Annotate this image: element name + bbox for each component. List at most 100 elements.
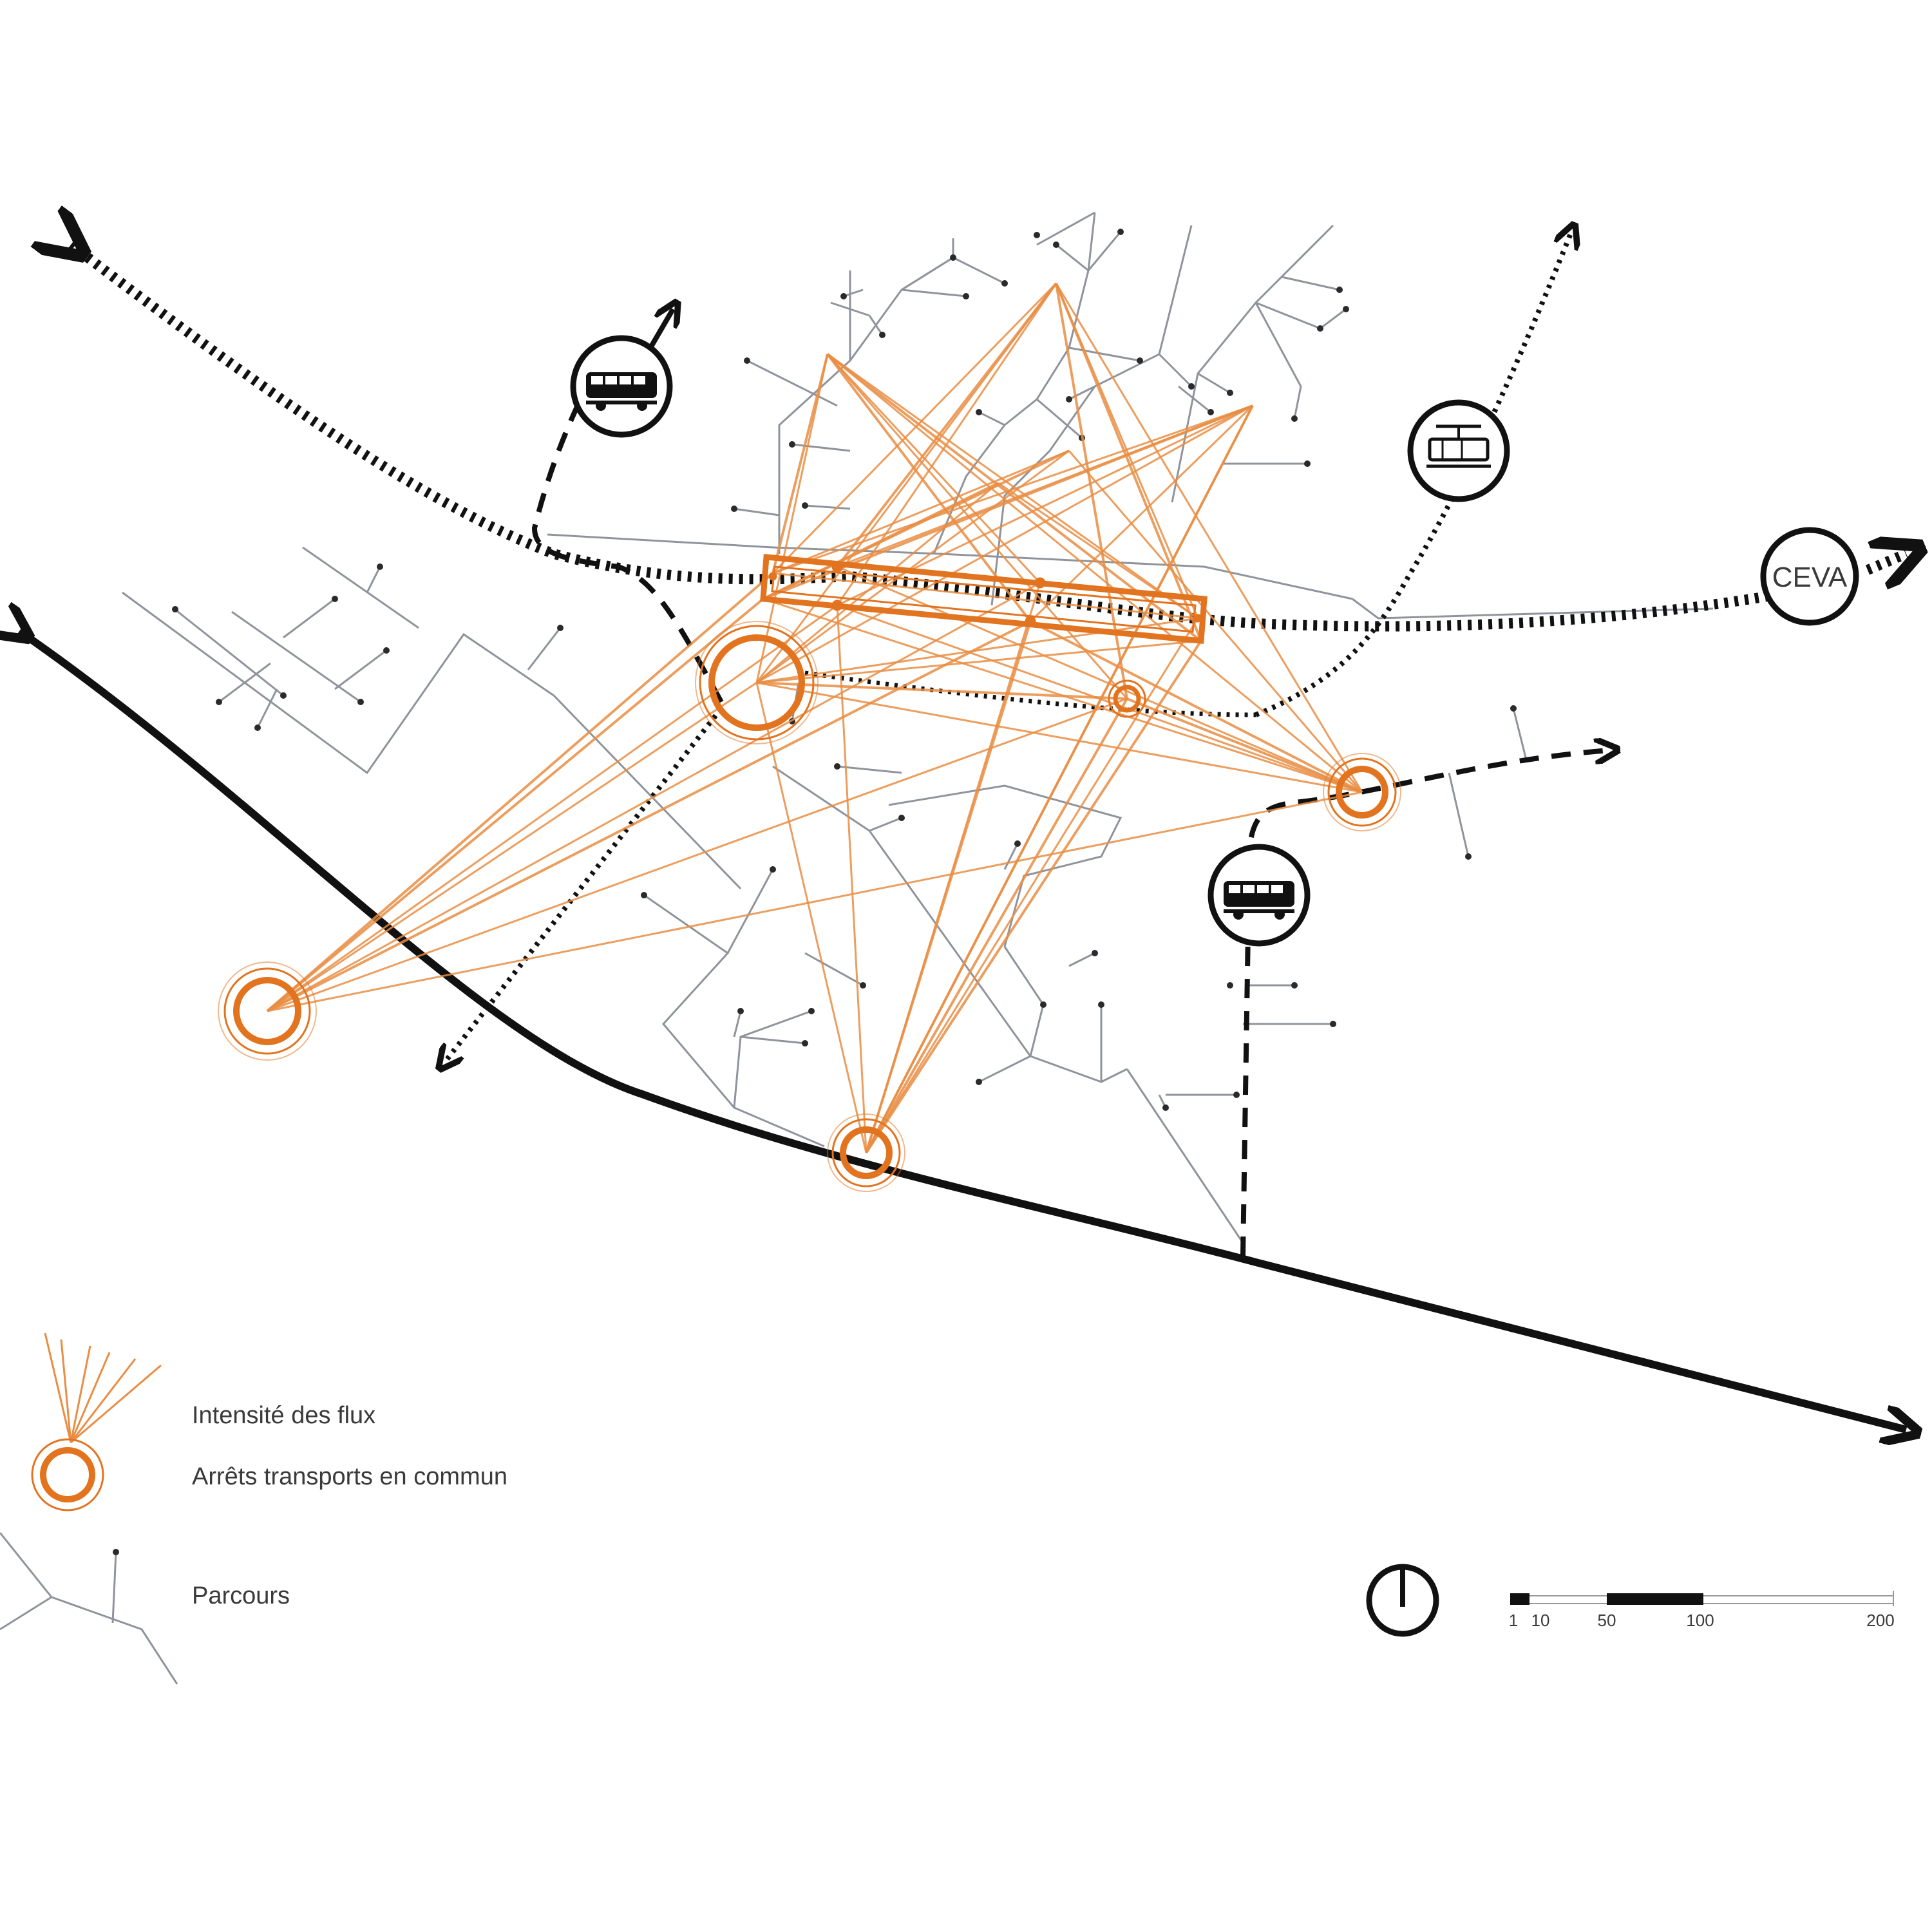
ceva-rail-end [1865, 554, 1906, 570]
path-segment [978, 411, 1005, 426]
bus-line-north-arrow [648, 309, 673, 350]
legend-stop-symbol [31, 1438, 104, 1511]
flux-line [267, 791, 1363, 1012]
path-segment [1036, 211, 1095, 246]
path-segment [830, 301, 870, 317]
flux-line [267, 604, 838, 1012]
path-segment [1255, 302, 1302, 387]
flux-line [267, 681, 757, 1012]
scale-bar: 1 10 50 100 200 [1509, 1591, 1895, 1630]
path-segment [1158, 353, 1193, 388]
ceva-rail-line [71, 245, 1792, 632]
path-segment [990, 225, 1193, 606]
flux-line [865, 405, 1254, 1153]
flux-line [826, 354, 1128, 699]
flux-line [826, 353, 1041, 584]
path-segment [1352, 598, 1714, 620]
flux-line [756, 482, 999, 684]
path-segment [334, 649, 387, 690]
path-segment [734, 507, 780, 516]
path-segment [778, 270, 851, 554]
path-segment [1068, 952, 1095, 967]
path-segment [733, 1010, 742, 1037]
flux-line [772, 572, 1198, 620]
path-segment [1255, 301, 1321, 330]
path-segment [1087, 231, 1122, 271]
path-segment [643, 894, 825, 1148]
path-segment [746, 359, 838, 407]
bus-icon [1208, 844, 1311, 947]
flux-line [865, 698, 1128, 1153]
path-segment [804, 504, 851, 510]
path-segment [1197, 372, 1231, 394]
north-arrow-icon [1366, 1564, 1439, 1637]
legend-flux-label: Intensité des flux [192, 1402, 375, 1429]
flux-line [1068, 450, 1363, 793]
path-segment [1512, 708, 1528, 761]
path-segment [888, 784, 1122, 947]
paths-network [122, 211, 1714, 1244]
flux-line [772, 450, 1070, 574]
path-segment [1036, 398, 1083, 439]
path-segment [302, 546, 419, 629]
path-segment [740, 1036, 806, 1045]
flux-line [836, 605, 867, 1153]
path-segment [901, 256, 1005, 291]
flux-line [756, 681, 1363, 793]
path-segment [1448, 772, 1470, 857]
path-segment [1068, 346, 1141, 362]
flux-line [827, 353, 1198, 620]
transit-stop-west [218, 961, 317, 1061]
path-segment [772, 765, 1128, 1083]
path-segment [1056, 243, 1089, 272]
main-road [19, 631, 1906, 1430]
secondary-dotted-line [444, 706, 724, 1063]
path-segment [1068, 385, 1095, 401]
flux-line [772, 282, 1057, 574]
path-segment [1320, 308, 1347, 330]
flux-line [865, 618, 1199, 1153]
scale-tick-10: 10 [1531, 1611, 1550, 1630]
path-segment [733, 1010, 812, 1108]
path-segment [1293, 386, 1302, 419]
path-segment [547, 533, 1353, 600]
flux-line [1055, 283, 1202, 641]
flux-line [837, 565, 1363, 793]
path-segment [869, 817, 902, 832]
ceva-label-text: CEVA [1772, 562, 1848, 593]
path-segment [868, 315, 884, 336]
transit-stop-south [827, 1113, 905, 1192]
flux-line [755, 283, 1057, 683]
flux-line [267, 697, 1128, 1012]
bus-line-east [1240, 750, 1610, 1256]
path-segment [1029, 1004, 1045, 1057]
bus-line-north [531, 334, 724, 703]
transit-stop-tram [1108, 679, 1146, 718]
legend-flux-symbol [44, 1332, 162, 1444]
scale-tick-200: 200 [1866, 1611, 1894, 1630]
path-segment [1281, 276, 1340, 291]
flux-line [756, 639, 1202, 684]
legend: Intensité des flux Arrêts transports en … [0, 1332, 507, 1685]
flux-line [1030, 620, 1363, 793]
flux-line [266, 572, 774, 1012]
flux-line [267, 582, 1041, 1012]
flux-line [756, 450, 1070, 684]
legend-stops-label: Arrêts transports en commun [192, 1463, 507, 1490]
station-building [760, 554, 1208, 644]
flux-line [1126, 697, 1363, 793]
flux-line [865, 582, 1041, 1153]
flux-line [755, 682, 867, 1153]
flux-line [267, 620, 1031, 1012]
tram-icon [1407, 399, 1510, 502]
flux-line [1029, 404, 1254, 623]
bus-icon [570, 335, 673, 438]
legend-paths-label: Parcours [192, 1582, 290, 1609]
scale-tick-100: 100 [1686, 1611, 1714, 1630]
flux-line [756, 617, 1198, 684]
flux-line [772, 354, 829, 574]
flux-line [266, 598, 764, 1012]
flux-line [772, 404, 1253, 574]
path-segment [901, 289, 967, 298]
